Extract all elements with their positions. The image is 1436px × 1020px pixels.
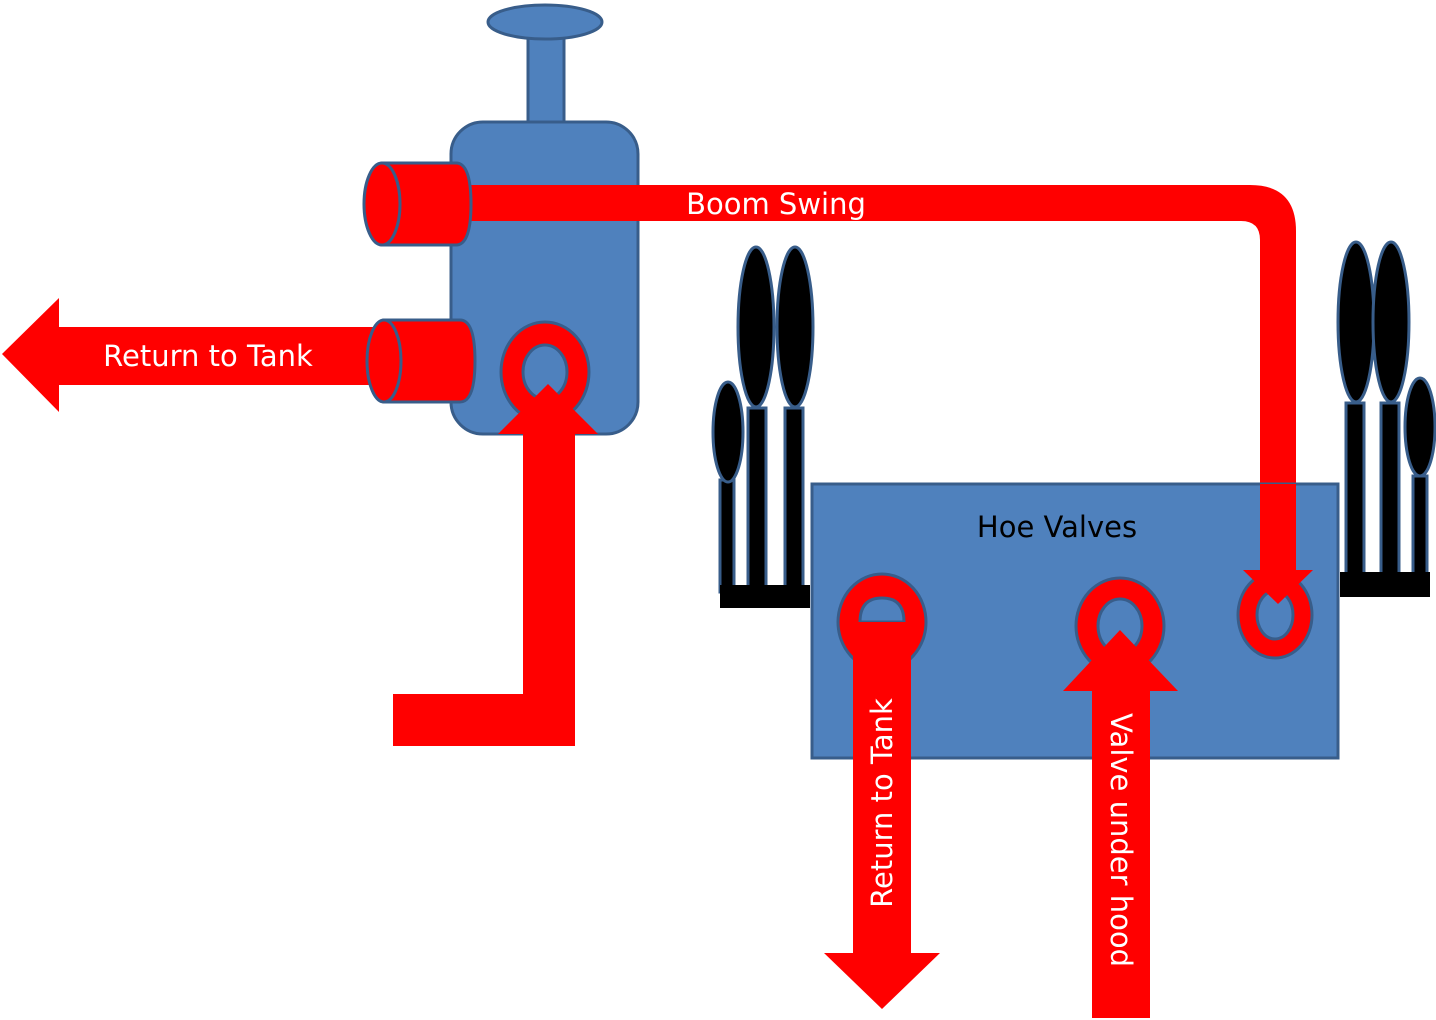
valve-under-hood-arrowhead <box>1063 630 1178 691</box>
lever-base <box>720 585 810 608</box>
lever-shaft <box>1344 401 1366 590</box>
lever-knob <box>1371 240 1411 404</box>
boom-swing-label: Boom Swing <box>686 187 866 221</box>
return-left-label: Return to Tank <box>103 339 313 373</box>
lever-shaft <box>718 478 736 594</box>
valve-under-hood-flow: Valve under hood <box>1063 576 1178 1018</box>
lower-port <box>382 318 477 404</box>
boom-swing-line <box>440 185 1172 221</box>
lever-shaft <box>746 406 768 594</box>
lever-knob <box>775 245 815 409</box>
upper-port <box>362 161 473 247</box>
left-lever-group <box>711 245 815 608</box>
boom-swing-elbow <box>1170 185 1296 572</box>
return-down-arrowhead <box>824 953 940 1009</box>
return-down-flow: Return to Tank <box>824 572 940 1009</box>
valve-under-hood-label: Valve under hood <box>1104 713 1138 967</box>
boom-swing-flow <box>440 185 1313 604</box>
boom-swing-ring-port <box>1236 570 1314 660</box>
right-lever-group <box>1336 240 1436 597</box>
lever-base <box>1340 572 1430 597</box>
supply-arrowhead <box>498 384 598 434</box>
swing-ring-port <box>499 320 591 424</box>
hoe-valves-label: Hoe Valves <box>977 510 1137 544</box>
lever-knob <box>1403 376 1436 478</box>
lever-shaft <box>783 406 805 594</box>
return-left-flow: Return to Tank <box>2 298 477 412</box>
valve-stem <box>526 32 566 128</box>
return-left-arrowhead <box>2 298 59 412</box>
lever-knob <box>1336 240 1376 404</box>
lever-knob <box>736 245 776 409</box>
valve-knob <box>486 3 604 41</box>
lever-shaft <box>1379 401 1401 590</box>
return-down-label: Return to Tank <box>865 698 899 908</box>
lever-knob <box>711 380 745 484</box>
supply-flow <box>393 384 598 746</box>
lever-shaft <box>1411 474 1429 590</box>
